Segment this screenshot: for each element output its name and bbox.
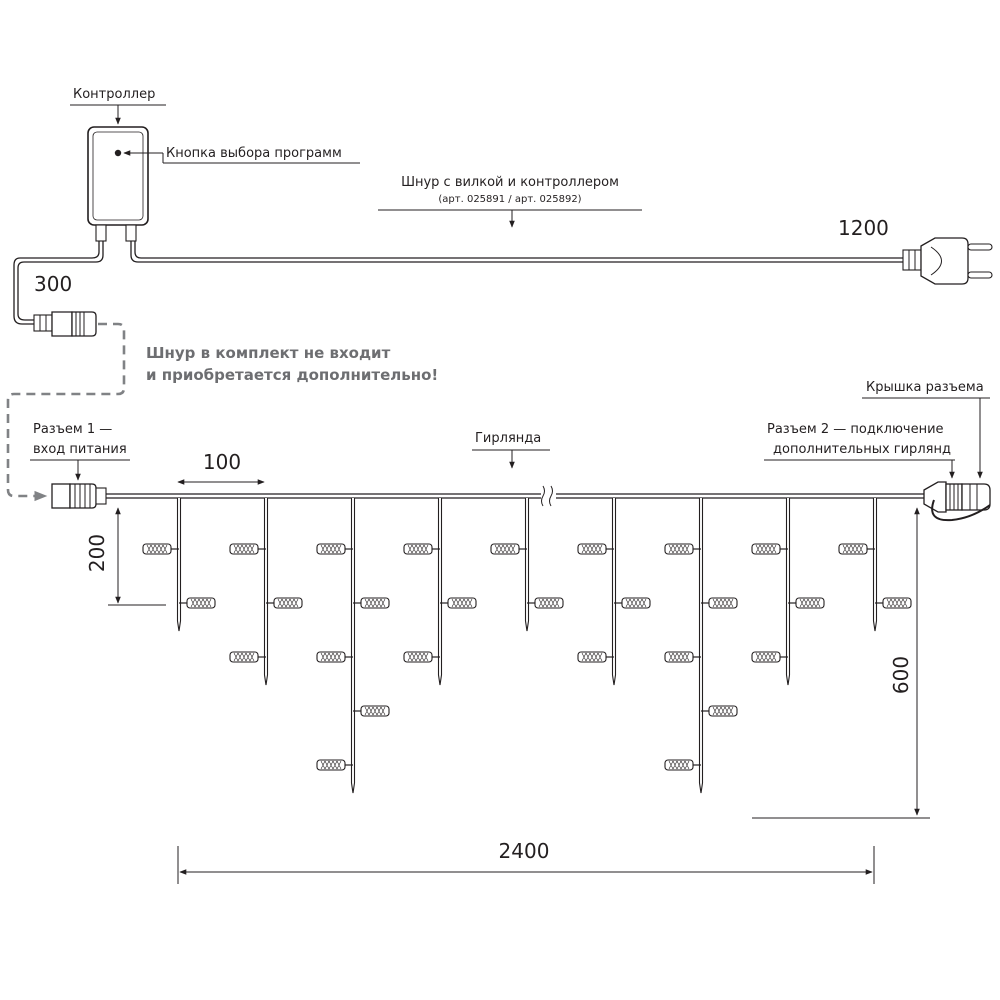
- led-bulb-icon: [229, 543, 266, 555]
- led-bulb-icon: [403, 651, 440, 663]
- total-length-label: 2400: [499, 839, 550, 863]
- garland-drop: [316, 498, 390, 794]
- connector-2-icon: [923, 481, 963, 513]
- led-bulb-icon: [664, 543, 701, 555]
- pitch-label: 100: [203, 450, 241, 474]
- controller-box-icon: [87, 126, 149, 242]
- led-bulb-icon: [614, 597, 651, 609]
- led-bulb-icon: [440, 597, 477, 609]
- led-bulb-icon: [266, 597, 303, 609]
- connector-2-label-line-2: дополнительных гирлянд: [773, 442, 951, 457]
- connector-1-label-line-1: Разъем 1 —: [33, 422, 112, 437]
- garland-drop: [142, 498, 216, 632]
- long-drop-dimension: [752, 507, 930, 819]
- led-bulb-icon: [875, 597, 912, 609]
- led-bulb-icon: [353, 597, 390, 609]
- led-bulb-icon: [316, 759, 353, 771]
- connector-cap-icon: [931, 483, 991, 522]
- led-bulb-icon: [664, 651, 701, 663]
- led-bulb-icon: [142, 543, 179, 555]
- led-bulb-icon: [403, 543, 440, 555]
- led-bulb-icon: [353, 705, 390, 717]
- cap-label: Крышка разъема: [866, 380, 984, 395]
- program-button-icon: [114, 149, 122, 157]
- short-drop-label: 200: [85, 534, 109, 572]
- controller-label: Контроллер: [73, 87, 155, 102]
- program-button-label: Кнопка выбора программ: [166, 146, 342, 161]
- long-drop-label: 600: [889, 656, 913, 694]
- garland-drop: [577, 498, 651, 686]
- led-bulb-icon: [577, 543, 614, 555]
- led-bulb-icon: [490, 543, 527, 555]
- led-bulb-icon: [527, 597, 564, 609]
- connector-2-label-line-1: Разъем 2 — подключение: [767, 422, 944, 437]
- note-line-1: Шнур в комплект не входит: [146, 344, 391, 362]
- lead-length-label: 300: [34, 272, 72, 296]
- garland-drop: [664, 498, 738, 794]
- note-line-2: и приобретается дополнительно!: [146, 366, 438, 384]
- total-length-dimension: [177, 846, 875, 884]
- cord-articles-label: (арт. 025891 / арт. 025892): [438, 194, 581, 205]
- lead-connector-icon: [33, 311, 97, 337]
- connector-1-label-line-2: вход питания: [33, 442, 127, 457]
- led-bulb-icon: [577, 651, 614, 663]
- garland-drop: [229, 498, 303, 686]
- led-bulb-icon: [316, 651, 353, 663]
- connector-1-icon: [51, 483, 107, 509]
- led-bulb-icon: [229, 651, 266, 663]
- led-bulb-icon: [179, 597, 216, 609]
- cord-title-label: Шнур с вилкой и контроллером: [401, 175, 619, 190]
- led-bulb-icon: [751, 543, 788, 555]
- led-bulb-icon: [701, 597, 738, 609]
- garland-drop: [403, 498, 477, 686]
- cord-length-label: 1200: [838, 216, 889, 240]
- garland-drops: [142, 498, 912, 794]
- garland-drop: [490, 498, 564, 632]
- led-bulb-icon: [316, 543, 353, 555]
- led-bulb-icon: [788, 597, 825, 609]
- garland-main-wire: [106, 485, 924, 507]
- short-drop-dimension: [108, 507, 166, 606]
- led-bulb-icon: [751, 651, 788, 663]
- led-bulb-icon: [664, 759, 701, 771]
- garland-drop: [751, 498, 825, 686]
- garland-label: Гирлянда: [475, 431, 541, 446]
- power-plug-icon: [902, 237, 993, 285]
- led-bulb-icon: [701, 705, 738, 717]
- led-bulb-icon: [838, 543, 875, 555]
- garland-drop: [838, 498, 912, 632]
